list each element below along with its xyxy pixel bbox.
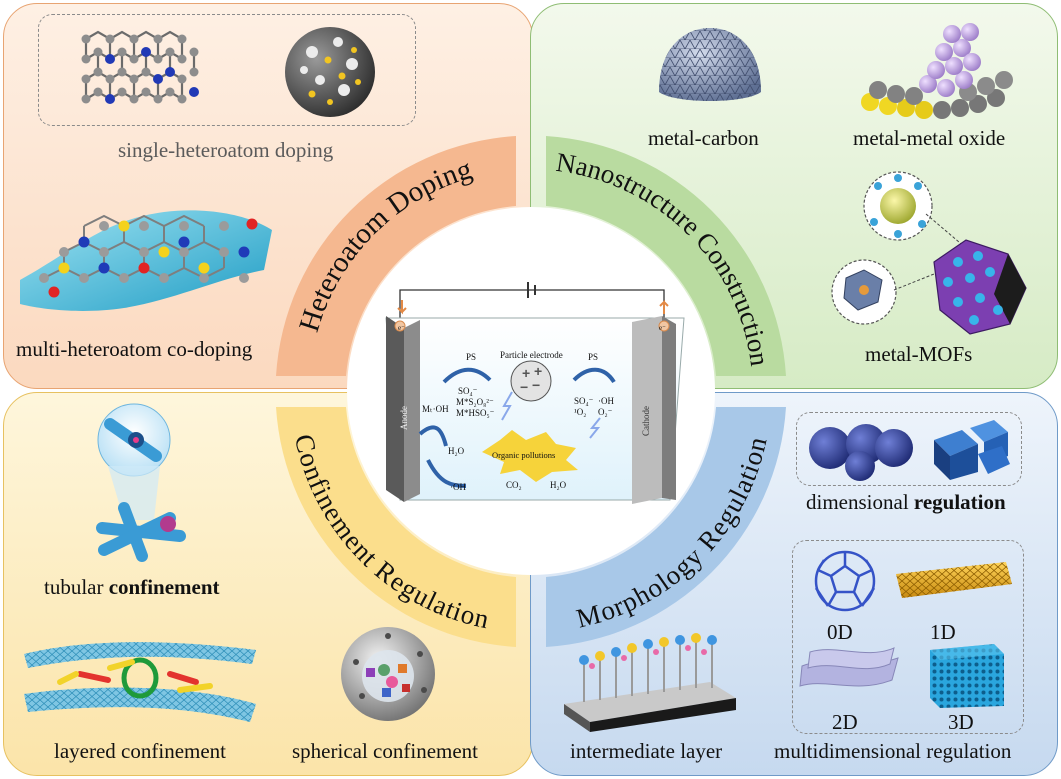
ring-segment-morphology [546,407,786,647]
dimensional-regulation-frame [796,412,1022,486]
layered-confinement-image [24,642,256,722]
co-doped-graphene-sheet-image [20,210,272,311]
h2o-left-label: H₂O [448,446,465,456]
metal-mofs-image [831,171,1027,335]
metal-metal-oxide-image [861,23,1013,119]
superoxide-label: O₂⁻ [598,407,613,417]
porous-spheres-image [809,424,913,481]
multidimensional-regulation-label: multidimensional regulation [774,739,1012,763]
porous-cube-3d-image [930,644,1004,708]
mt-oh-label: Mₜ·OH [422,404,449,414]
fullerene-0d-image [814,550,876,612]
two-d-label: 2D [832,710,858,734]
cathode-label: Cathode [641,406,651,436]
so4-right-label: SO₄⁻ [574,396,594,406]
spherical-confinement-image [341,627,435,721]
multi-heteroatom-co-doping-label: multi-heteroatom co-doping [16,337,253,361]
nanotube-1d-image [896,562,1012,598]
tubular-confinement-label: tubular confinement [44,575,220,599]
svg-text:+: + [534,363,542,379]
multidimensional-regulation-frame [792,540,1024,734]
dimensional-regulation-label: dimensional regulation [806,490,1006,514]
h2o-bottom-label: H₂O [550,480,567,490]
svg-text:+: + [522,365,530,381]
doped-graphene-lattice-image [81,30,199,104]
ring-segment-confinement [276,407,516,647]
anode-label: Anode [399,406,409,430]
ms2o8-label: M*S₂O₈²⁻ [456,397,494,407]
singlet-oxygen-label: ¹O₂ [574,407,586,417]
intermediate-layer-image [564,633,736,732]
metal-metal-oxide-label: metal-metal oxide [853,126,1006,150]
three-d-label: 3D [948,710,974,734]
sheet-2d-image [799,647,899,687]
spherical-confinement-label: spherical confinement [292,739,479,763]
cube-stack-image [934,420,1010,480]
electrochemical-reactor [385,282,685,504]
particle-electrode-label: Particle electrode [500,350,563,360]
cathode-terminal-label: e⁻ [659,324,666,332]
metal-mofs-label: metal-MOFs [865,342,973,366]
one-d-label: 1D [930,620,956,644]
ps-left-label: PS [466,352,476,362]
intermediate-layer-label: intermediate layer [570,739,723,763]
tubular-confinement-image [96,403,186,562]
ring-segment-nanostructure [546,136,786,376]
svg-text:−: − [520,379,528,395]
layered-confinement-label: layered confinement [54,739,226,763]
doped-porous-sphere-image [285,27,375,117]
ring-segment-heteroatom [276,136,516,376]
so4-left-label: SO₄⁻ [458,386,478,396]
single-doping-frame [38,14,416,126]
metal-carbon-dome-image [659,28,761,101]
metal-carbon-label: metal-carbon [648,126,759,150]
mhso5-label: M*HSO₅⁻ [456,408,495,418]
ps-right-label: PS [588,352,598,362]
zero-d-label: 0D [827,620,853,644]
oh-right-label: ·OH [598,396,614,406]
co2-label: CO₂ [506,480,522,490]
organic-pollutions-label: Organic pollutions [492,450,555,460]
oh-left-label: ·OH [450,482,466,492]
single-heteroatom-doping-label: single-heteroatom doping [118,138,334,162]
anode-terminal-label: e⁻ [398,324,405,332]
svg-text:−: − [532,377,540,393]
